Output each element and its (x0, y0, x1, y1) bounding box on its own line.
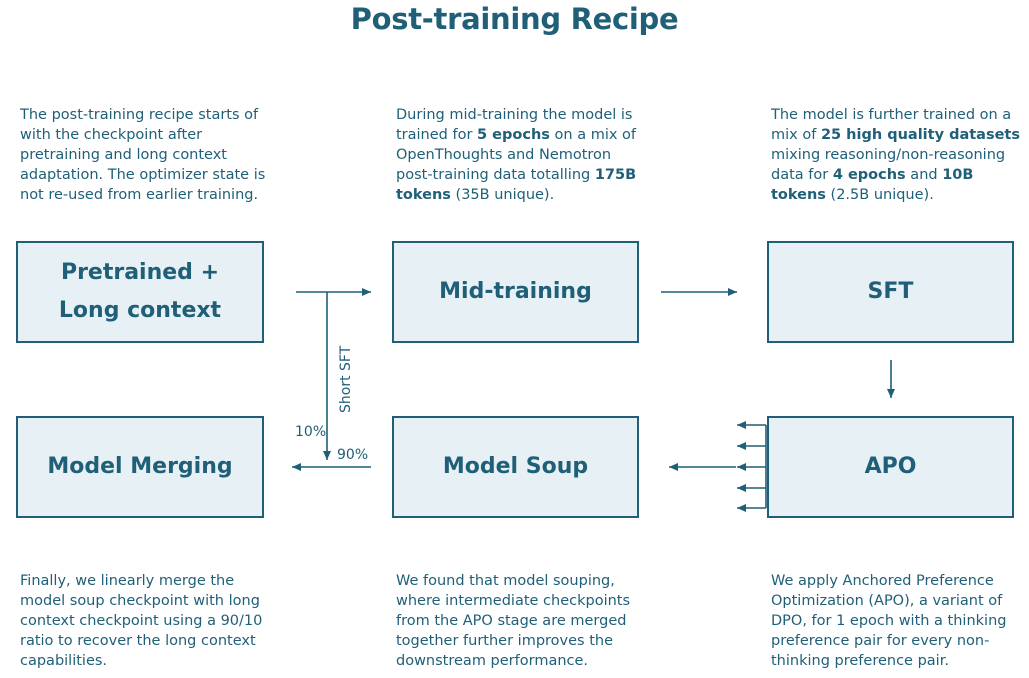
page-title: Post-training Recipe (350, 2, 679, 36)
midtraining-description: During mid-training the model is trained… (396, 107, 637, 203)
sft-description: The model is further trained on a mix of… (771, 107, 1020, 203)
apo-box: APO (767, 416, 1014, 518)
sft-box: SFT (767, 241, 1014, 343)
midtraining-box: Mid-training (392, 241, 639, 343)
merging-box: Model Merging (16, 416, 264, 518)
soup-box: Model Soup (392, 416, 639, 518)
ten-percent-label: 10% (295, 424, 327, 440)
ninety-percent-label: 90% (337, 447, 369, 463)
pretrained-box: Pretrained + Long context (16, 241, 264, 343)
short-sft-label: Short SFT (338, 345, 354, 413)
merging-description: Finally, we linearly merge the model sou… (20, 573, 263, 669)
apo-description: We apply Anchored Preference Optimizatio… (771, 573, 1007, 669)
soup-description: We found that model souping, where inter… (396, 573, 631, 669)
pretrained-description: The post-training recipe starts of with … (20, 107, 266, 203)
